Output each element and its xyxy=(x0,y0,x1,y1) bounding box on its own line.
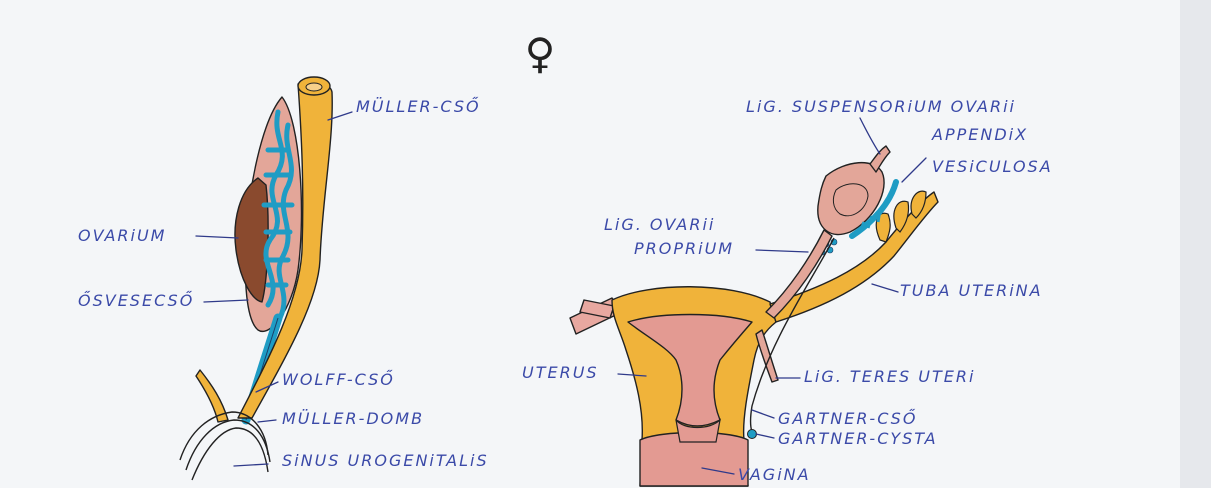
label-lig-teres: LiG. TERES UTERi xyxy=(804,367,975,386)
label-sinus: SiNUS UROGENiTALiS xyxy=(282,451,489,470)
label-lig-ovarii-1: LiG. OVARii xyxy=(604,215,715,234)
label-vagina: VAGiNA xyxy=(738,465,811,484)
label-tuba-uterina: TUBA UTERiNA xyxy=(900,281,1043,300)
label-appendix-2: VESiCULOSA xyxy=(932,157,1053,176)
label-gartner-cso: GARTNER-CSŐ xyxy=(778,408,917,428)
label-wolff-cso: WOLFF-CSŐ xyxy=(282,369,395,389)
label-uterus: UTERUS xyxy=(522,363,599,382)
label-lig-suspensorium: LiG. SUSPENSORiUM OVARii xyxy=(746,97,1016,116)
label-lig-ovarii-2: PROPRiUM xyxy=(634,239,734,258)
muller-duct-opening-inner xyxy=(306,83,322,91)
label-muller-cso: MÜLLER-CSŐ xyxy=(356,96,481,116)
gartner-cysta xyxy=(748,430,757,439)
label-osvesecso: ŐSVESECSŐ xyxy=(78,290,194,310)
label-gartner-cysta: GARTNER-CYSTA xyxy=(778,429,938,448)
label-ovarium: OVARiUM xyxy=(78,226,166,245)
label-muller-domb: MÜLLER-DOMB xyxy=(282,409,424,428)
label-appendix-1: APPENDiX xyxy=(931,125,1028,144)
female-symbol: ♀ xyxy=(525,29,556,78)
paper-right-edge xyxy=(1180,0,1211,488)
